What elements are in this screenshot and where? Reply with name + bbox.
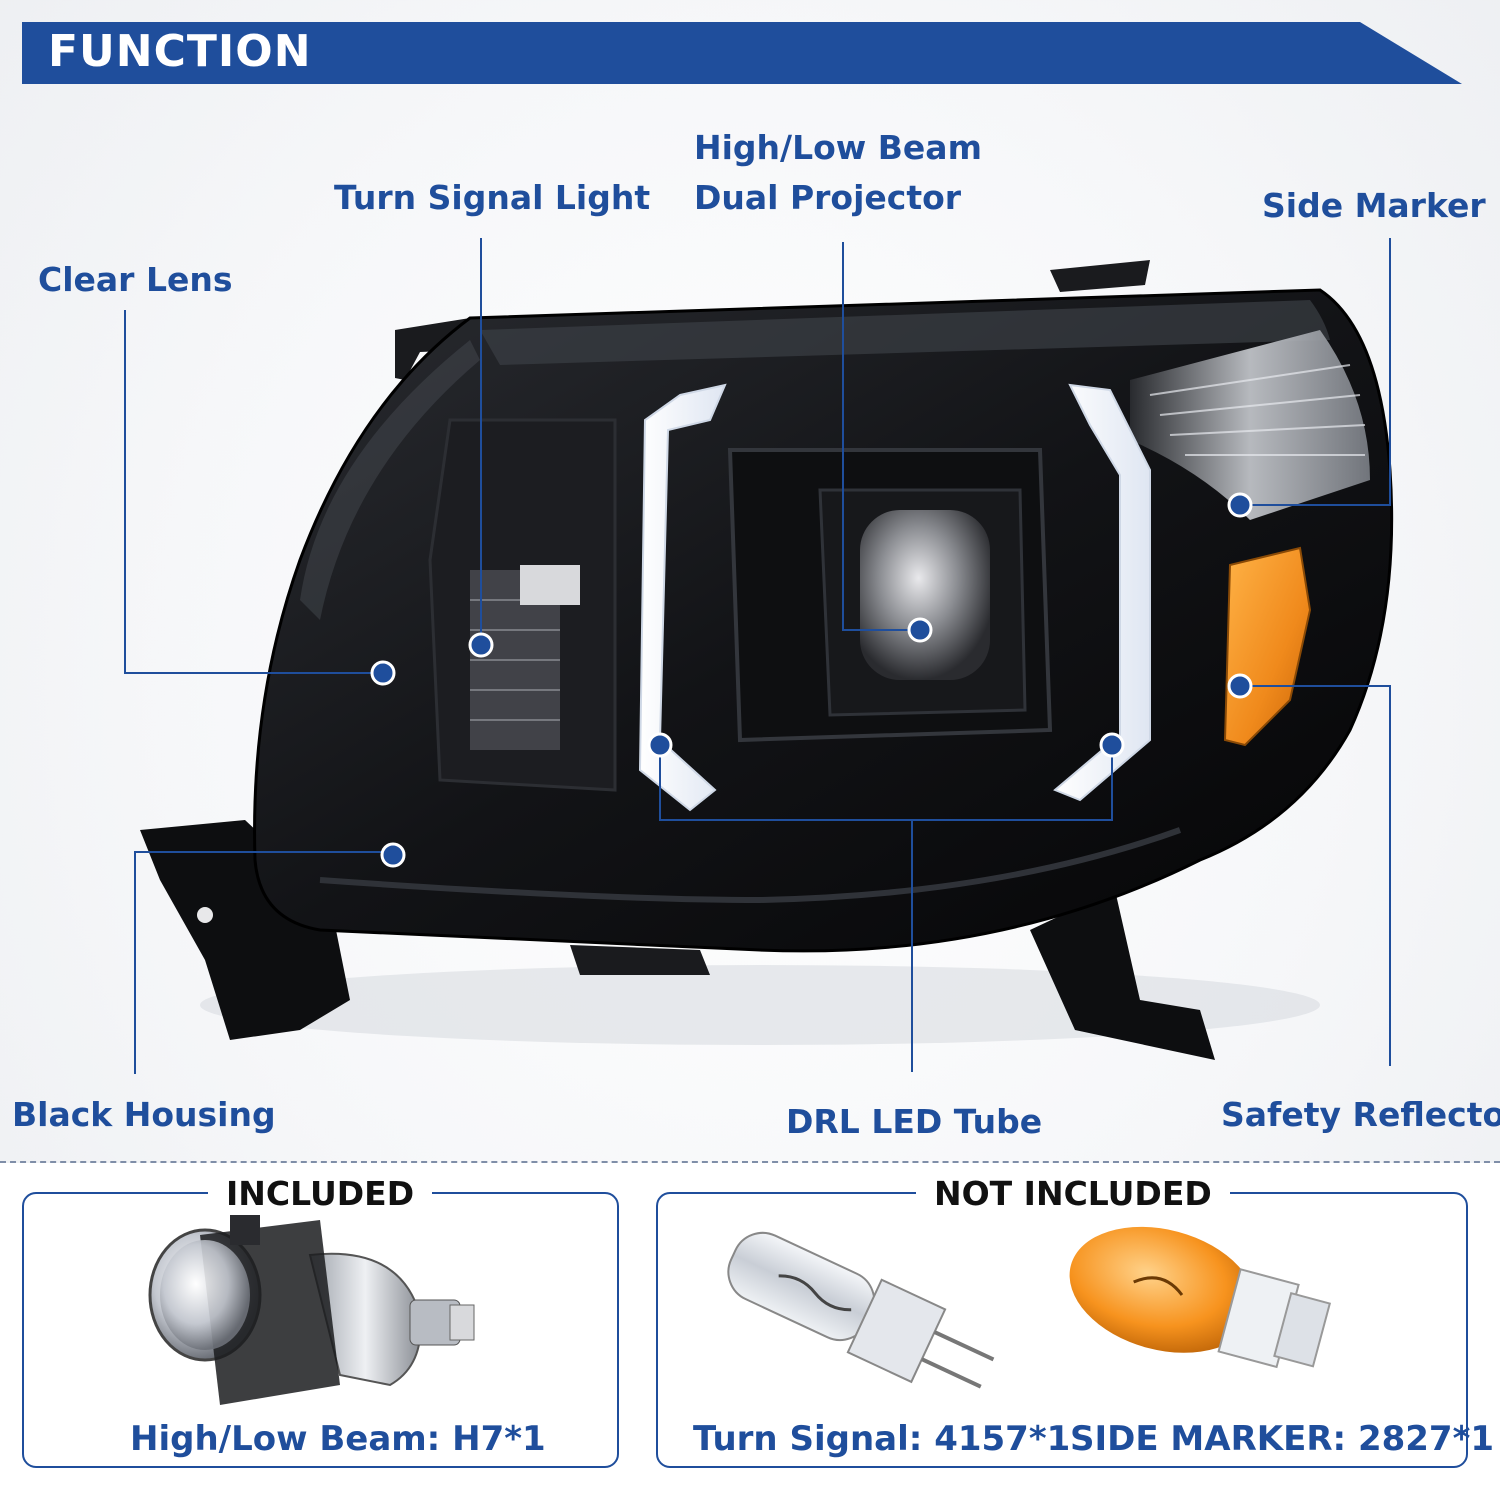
header-banner [22,22,1462,84]
section-divider [0,1161,1500,1163]
included-caption: High/Low Beam: H7*1 [130,1419,546,1459]
black-housing-label: Black Housing [12,1095,276,1134]
side-marker-label: Side Marker [1262,186,1486,225]
drl-label: DRL LED Tube [786,1102,1043,1141]
included-title: INCLUDED [208,1174,433,1213]
turn-signal-label: Turn Signal Light [334,178,651,217]
beam-label-line2: Dual Projector [694,178,962,217]
beam-label-line1: High/Low Beam [694,128,982,167]
header-title: FUNCTION [48,26,312,77]
side-marker-caption: SIDE MARKER: 2827*1 [1070,1419,1495,1459]
not-included-title: NOT INCLUDED [916,1174,1230,1213]
bulb-2827-image [1069,1226,1332,1369]
clear-lens-label: Clear Lens [38,260,233,299]
bulb-4157-image [727,1231,995,1389]
safety-reflector-label: Safety Reflector [1221,1095,1500,1134]
h7-projector-image [148,1215,475,1405]
turn-signal-caption: Turn Signal: 4157*1 [693,1419,1071,1459]
